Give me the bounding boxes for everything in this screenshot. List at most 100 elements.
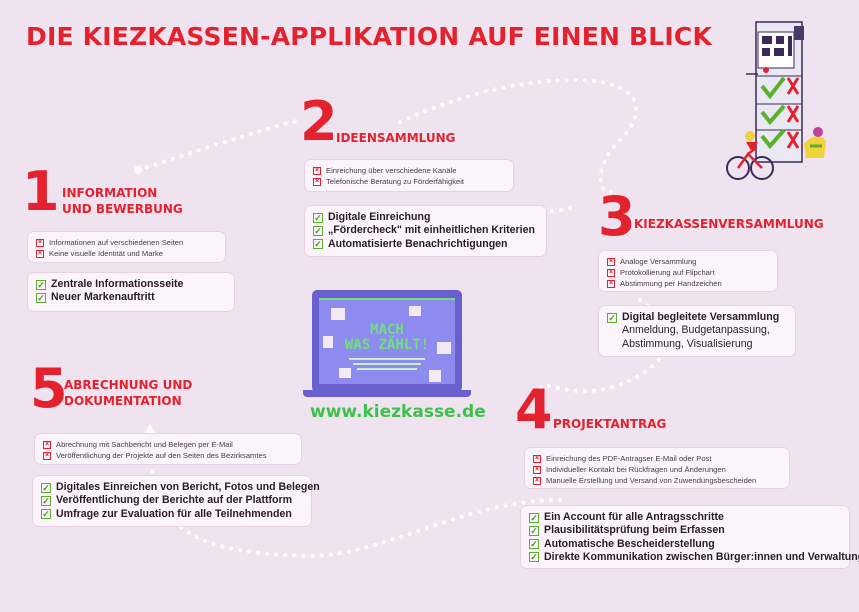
x-box-icon: × [313,177,321,186]
list-item: ✓ Plausibilitätsprüfung beim Erfassen [529,524,841,537]
list-item: ×Manuelle Erstellung und Versand von Zuw… [533,475,781,486]
laptop-base [303,390,471,397]
section-3-new-list: ✓ Digital begleitete Versammlung Anmeldun… [598,305,796,357]
section-4-old-list: × Einreichung des PDF-Antragser E-Mail od… [524,447,790,489]
list-item-text: Einreichung des PDF-Antragser E-Mail ode… [546,454,712,463]
list-item-text: „Fördercheck" mit einheitlichen Kriterie… [328,224,535,237]
list-item-text: Anmeldung, Budgetanpassung, [622,324,770,337]
list-item: ✓ Ein Account für alle Antragsschritte [529,511,841,524]
list-item: ×Veröffentlichung der Projekte auf den S… [43,450,293,461]
screen-headline: MACH WAS ZÄHLT! [319,323,455,353]
website-link[interactable]: www.kiezkasse.de [310,402,486,422]
list-item-text: Abstimmung, Visualisierung [622,337,753,350]
section-1-title-line: UND BEWERBUNG [62,202,183,216]
list-item-text: Digital begleitete Versammlung [622,311,780,323]
list-item-text: Informationen auf verschiedenen Seiten [49,238,184,247]
section-5-new-list: ✓ Digitales Einreichen von Bericht, Fotos… [32,475,320,527]
list-item: ✓ Neuer Markenauftritt [36,291,226,304]
section-3-old-list: ×Analoge Versammlung ×Protokollierung au… [598,250,778,292]
section-3-title: KIEZKASSENVERSAMMLUNG [634,216,824,232]
screen-white-square [339,368,351,378]
check-box-icon: ✓ [529,539,539,550]
list-item-text: Analoge Versammlung [620,257,697,266]
list-item: ×Einreichung des PDF-Antragser E-Mail od… [533,453,781,464]
list-item: ✓ Digitale Einreichung [313,211,538,224]
list-item-text: Telefonische Beratung zu Förderfähigkeit [326,177,465,186]
screen-white-square [429,370,441,382]
x-box-icon: × [313,166,321,175]
section-5-title: ABRECHNUNG UND DOKUMENTATION [64,377,192,409]
route-start-dot [134,166,142,174]
screen-text-line [349,358,425,360]
list-item-text: Direkte Kommunikation zwischen Bürger:in… [544,550,859,563]
list-item: ✓ Automatisierte Benachrichtigungen [313,238,538,251]
list-item-text: Plausibilitätsprüfung beim Erfassen [544,524,725,537]
check-box-icon: ✓ [313,225,323,236]
list-item: × Abrechnung mit Sachbericht und Belegen … [43,439,293,450]
list-item: ✓Automatische Bescheiderstellung [529,538,841,551]
list-item: ×Individueller Kontakt bei Rückfragen un… [533,464,781,475]
section-5-title-line: ABRECHNUNG UND [64,378,193,392]
list-item-text: Umfrage zur Evaluation für alle Teilnehm… [56,507,292,520]
section-5-old-list: × Abrechnung mit Sachbericht und Belegen … [34,433,302,465]
list-item-text: Digitale Einreichung [328,211,431,223]
list-item-text: Veröffentlichung der Berichte auf der Pl… [56,494,293,507]
check-box-icon: ✓ [41,482,51,493]
list-item-text: Protokollierung auf Flipchart [620,268,715,277]
screen-text-line [353,363,421,365]
screen-top-bar [319,298,455,300]
list-item: × Telefonische Beratung zu Förderfähigkei… [313,176,505,187]
list-item: ✓Direkte Kommunikation zwischen Bürger:i… [529,551,859,564]
screen-white-square [409,306,421,316]
list-item: Anmeldung, Budgetanpassung, [607,324,787,337]
check-box-icon: ✓ [529,525,539,536]
list-item-text: Zentrale Informationsseite [51,278,184,290]
check-box-icon: ✓ [313,239,323,250]
list-item: × Analoge Versammlung [607,256,769,267]
x-box-icon: × [36,249,44,258]
list-item: ✓ „Fördercheck" mit einheitlichen Kriteri… [313,224,538,237]
check-box-icon: ✓ [607,312,617,323]
section-2-title-line: IDEENSAMMLUNG [336,131,456,145]
list-item: ×Einreichung über verschiedene Kanäle [313,165,505,176]
list-item: ×Protokollierung auf Flipchart [607,267,769,278]
section-1-old-list: ×Informationen auf verschiedenen Seiten … [27,231,226,263]
screen-headline-line: MACH [370,322,404,338]
section-2-old-list: ×Einreichung über verschiedene Kanäle × T… [304,159,514,192]
section-2-new-list: ✓ Digitale Einreichung ✓ „Fördercheck" mit… [304,205,547,257]
section-1-number: 1 [22,160,60,223]
x-box-icon: × [607,257,615,266]
section-1-title-line: INFORMATION [62,186,158,200]
check-box-icon: ✓ [529,512,539,523]
list-item: × Abstimmung per Handzeichen [607,278,769,289]
section-3-number: 3 [598,185,636,248]
list-item-text: Automatisierte Benachrichtigungen [328,237,508,250]
list-item: ✓Umfrage zur Evaluation für alle Teilneh… [41,508,303,521]
section-4-title-line: PROJEKTANTRAG [553,417,667,431]
check-box-icon: ✓ [313,212,323,223]
list-item-text: Manuelle Erstellung und Versand von Zuwe… [546,476,757,485]
x-box-icon: × [607,279,615,288]
list-item: × Keine visuelle Identität und Marke [36,248,217,259]
x-box-icon: × [533,465,541,474]
section-5-title-line: DOKUMENTATION [64,394,182,408]
ballot-machine-icon [726,21,826,180]
check-box-icon: ✓ [41,495,51,506]
list-item-text: Keine visuelle Identität und Marke [49,249,163,258]
list-item: ✓ Zentrale Informationsseite [36,278,226,291]
list-item-text: Neuer Markenauftritt [51,291,155,304]
screen-headline-line: WAS ZÄHLT! [344,337,430,353]
list-item-text: Abstimmung per Handzeichen [620,279,722,288]
list-item-text: Abrechnung mit Sachbericht und Belegen p… [56,440,233,449]
section-4-title: PROJEKTANTRAG [553,416,666,432]
x-box-icon: × [43,451,51,460]
list-item: ✓ Veröffentlichung der Berichte auf der P… [41,494,303,507]
x-box-icon: × [43,440,51,449]
check-box-icon: ✓ [36,279,46,290]
list-item-text: Ein Account für alle Antragsschritte [544,511,724,523]
section-1-title: INFORMATION UND BEWERBUNG [62,185,183,217]
list-item-text: Digitales Einreichen von Bericht, Fotos … [56,481,320,493]
check-box-icon: ✓ [36,292,46,303]
screen-white-square [437,342,451,354]
list-item: Abstimmung, Visualisierung [607,338,787,351]
